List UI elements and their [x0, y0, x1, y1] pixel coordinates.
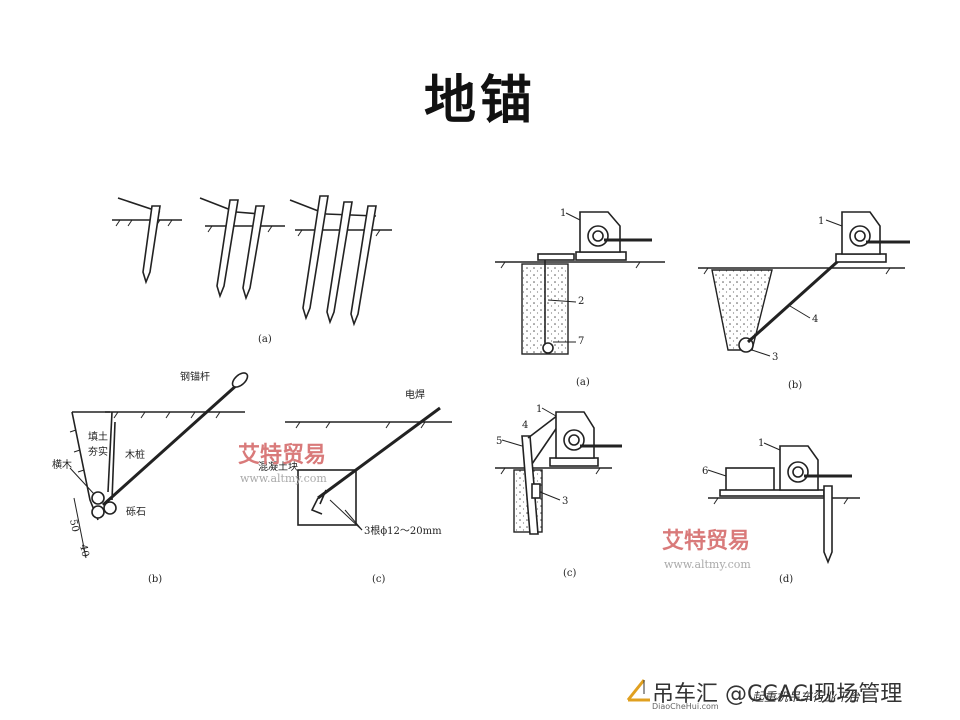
label-rb-1: 1: [818, 216, 824, 227]
watermark-url-right: www.altmy.com: [664, 558, 751, 571]
triple-stake: [289, 195, 392, 327]
footer-slogan: 起重机吊车行业平台: [752, 690, 861, 704]
caption-left-a: (a): [258, 334, 272, 345]
dim-40: 40: [77, 543, 90, 558]
caption-left-c: (c): [372, 574, 386, 585]
label-ra-1: 1: [560, 208, 566, 219]
watermark-brand-left: 艾特贸易: [238, 442, 326, 468]
watermark-right: 艾特贸易 www.altmy.com: [662, 528, 751, 571]
label-rd-1: 1: [758, 438, 764, 449]
caption-left-b: (b): [148, 574, 162, 585]
label-beam: 横木: [52, 458, 72, 471]
label-rc-1: 1: [536, 404, 542, 415]
fig-right-c: 1 4 5 3 (c): [495, 404, 622, 579]
label-rc-5: 5: [496, 436, 502, 447]
caption-right-a: (a): [576, 377, 590, 388]
fig-left-c: 电焊 混凝土块 3根ϕ12～20mm (c): [258, 388, 452, 585]
label-weld: 电焊: [405, 388, 425, 401]
label-bars: 3根ϕ12～20mm: [364, 524, 442, 537]
page-title: 地锚: [423, 70, 536, 131]
fig-right-a: 1 2 7 (a): [495, 208, 665, 388]
label-fill-1: 填土: [88, 430, 108, 443]
caption-right-c: (c): [563, 568, 577, 579]
label-stone: 砾石: [126, 505, 146, 518]
fig-right-b: 1 3 4 (b): [698, 211, 910, 391]
label-stake: 木桩: [125, 448, 145, 461]
caption-right-d: (d): [779, 574, 793, 585]
caption-right-b: (b): [788, 380, 802, 391]
crane-logo: [626, 679, 650, 702]
footer-site: DiaoCheHui.com: [652, 702, 719, 711]
dim-50: 50: [67, 518, 80, 533]
label-rb-4: 4: [812, 314, 818, 325]
label-rc-4: 4: [522, 420, 528, 431]
label-ra-2: 2: [578, 296, 584, 307]
label-ra-7: 7: [578, 336, 584, 347]
label-fill-2: 夯实: [88, 445, 108, 458]
fig-right-d: 1 6 (d): [702, 438, 860, 585]
label-concrete: 混凝土块: [258, 460, 298, 473]
watermark-left: 艾特贸易 www.altmy.com: [238, 442, 327, 485]
label-steel-rod: 钢锚杆: [180, 370, 210, 383]
fig-left-b: 钢锚杆 填土 夯实 木桩 横木 砾石 50 40 (b): [52, 370, 249, 585]
footer-brand: 吊车汇 @CCACI现场管理: [652, 682, 903, 707]
watermark-url-left: www.altmy.com: [240, 472, 327, 485]
single-stake: [112, 197, 182, 285]
label-rc-3: 3: [562, 496, 568, 507]
label-rb-3: 3: [772, 352, 778, 363]
label-rd-6: 6: [702, 466, 708, 477]
watermark-brand-right: 艾特贸易: [662, 528, 750, 554]
double-stake: [199, 197, 285, 301]
fig-left-a: (a): [112, 195, 392, 345]
